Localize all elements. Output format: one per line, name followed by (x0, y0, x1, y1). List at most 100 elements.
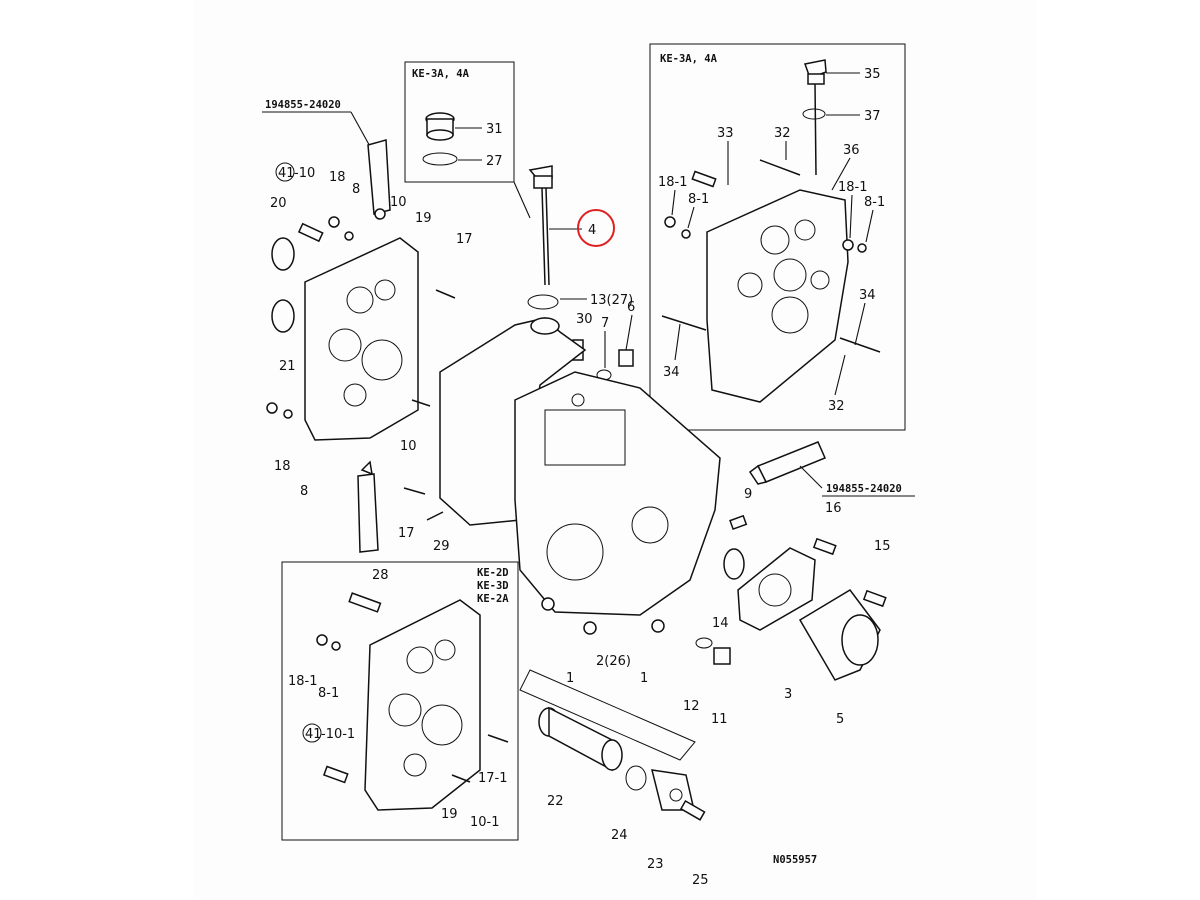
label-10a: 10 (390, 195, 407, 210)
sealant-tube-right[interactable] (748, 441, 826, 485)
label-10-1: -10-1 (321, 727, 355, 742)
label-34b: 34 (859, 288, 876, 303)
label-8-1b: 8-1 (864, 195, 885, 210)
filler-cap-31[interactable] (425, 112, 455, 141)
bearing-21[interactable] (271, 299, 295, 333)
label-1b: 1 (640, 671, 648, 686)
label-12: 12 (683, 699, 700, 714)
front-cover-housing[interactable] (304, 237, 419, 441)
sealant-tube-left[interactable] (367, 139, 391, 220)
sealant-tube-lower[interactable] (357, 460, 379, 553)
label-7: 7 (601, 316, 609, 331)
flange-3[interactable] (737, 547, 816, 631)
plug-1c[interactable] (651, 619, 665, 633)
oil-seal-20[interactable] (271, 237, 295, 271)
strainer-bracket (519, 669, 696, 761)
bolt-41-10[interactable] (297, 222, 324, 243)
stud-34a[interactable] (661, 315, 707, 331)
label-17a: 17 (456, 232, 473, 247)
label-8a: 8 (352, 182, 360, 197)
label-25: 25 (692, 873, 709, 888)
label-4: 4 (588, 223, 596, 238)
label-33: 33 (717, 126, 734, 141)
label-41-10: -10 (294, 166, 315, 181)
stud-17b[interactable] (403, 487, 426, 495)
label-41: 41 (278, 166, 295, 181)
label-41b: 41 (305, 727, 322, 742)
label-18-1a: 18-1 (658, 175, 688, 190)
bolt-25[interactable] (679, 800, 706, 821)
bolt-41-10-1[interactable] (322, 765, 349, 784)
label-32a: 32 (774, 126, 791, 141)
oil-seal-14[interactable] (723, 548, 745, 580)
plug-11[interactable] (713, 647, 731, 665)
stud-32a[interactable] (759, 159, 801, 176)
pin-10b[interactable] (411, 399, 431, 407)
label-17b: 17 (398, 526, 415, 541)
label-17-1: 17-1 (478, 771, 508, 786)
o-ring-37[interactable] (802, 108, 826, 120)
label-8b: 8 (300, 484, 308, 499)
callout-41-circle (275, 162, 295, 182)
label-3: 3 (784, 687, 792, 702)
pin-9[interactable] (729, 514, 748, 531)
highlight-circle (577, 209, 615, 247)
inset-bottom-title-2: KE-3D (477, 580, 509, 592)
nut-18-1a[interactable] (664, 216, 676, 228)
washer-8-1a[interactable] (681, 229, 691, 239)
o-ring-27[interactable] (422, 152, 458, 166)
strainer-22[interactable] (538, 706, 623, 772)
callout-41b-circle (302, 723, 322, 743)
inset-bottom-title-1: KE-2D (477, 567, 509, 579)
inset-bottom-title-3: KE-2A (477, 593, 509, 605)
label-10b: 10 (400, 439, 417, 454)
label-8-1a: 8-1 (688, 192, 709, 207)
label-23: 23 (647, 857, 664, 872)
label-30: 30 (576, 312, 593, 327)
label-11: 11 (711, 712, 728, 727)
label-18a: 18 (329, 170, 346, 185)
front-cover-housing-alt[interactable] (364, 599, 481, 811)
label-27: 27 (486, 154, 503, 169)
stud-17-1[interactable] (487, 734, 509, 743)
washer-8a[interactable] (344, 231, 354, 241)
o-ring-13[interactable] (527, 294, 559, 310)
plug-1b[interactable] (583, 621, 597, 635)
bolt-16[interactable] (812, 537, 837, 556)
nut-18-1b[interactable] (842, 239, 854, 251)
bolt-28[interactable] (348, 592, 382, 613)
nut-18a[interactable] (328, 216, 340, 228)
inset-right-frame (649, 43, 906, 431)
label-18b: 18 (274, 459, 291, 474)
transmission-case[interactable] (439, 317, 721, 616)
washer-8-1c[interactable] (331, 641, 341, 651)
bolt-15[interactable] (862, 589, 887, 608)
stud-29[interactable] (426, 511, 444, 521)
washer-8-1b[interactable] (857, 243, 867, 253)
plug-1a[interactable] (541, 597, 555, 611)
label-16: 16 (825, 501, 842, 516)
label-1a: 1 (566, 671, 574, 686)
washer-8b[interactable] (283, 409, 293, 419)
stud-17a[interactable] (435, 289, 456, 299)
cover-5[interactable] (798, 589, 881, 681)
label-21: 21 (279, 359, 296, 374)
drawing-number: N055957 (773, 854, 817, 866)
o-ring-24[interactable] (625, 765, 647, 791)
nut-18b[interactable] (266, 402, 278, 414)
pin-10-1[interactable] (451, 774, 471, 783)
label-18-1c: 18-1 (288, 674, 318, 689)
plug-6[interactable] (618, 349, 634, 367)
label-34a: 34 (663, 365, 680, 380)
bolt-33[interactable] (691, 170, 717, 188)
label-8-1c: 8-1 (318, 686, 339, 701)
filler-cap-35[interactable] (804, 59, 827, 176)
label-24: 24 (611, 828, 628, 843)
nut-18-1c[interactable] (316, 634, 328, 646)
dipstick-4[interactable] (528, 165, 553, 286)
rear-cover-housing[interactable] (706, 189, 849, 403)
stud-34b[interactable] (839, 337, 881, 353)
sealant-code-left: 194855-24020 (265, 99, 341, 111)
label-20: 20 (270, 196, 287, 211)
washer-12[interactable] (695, 637, 713, 649)
